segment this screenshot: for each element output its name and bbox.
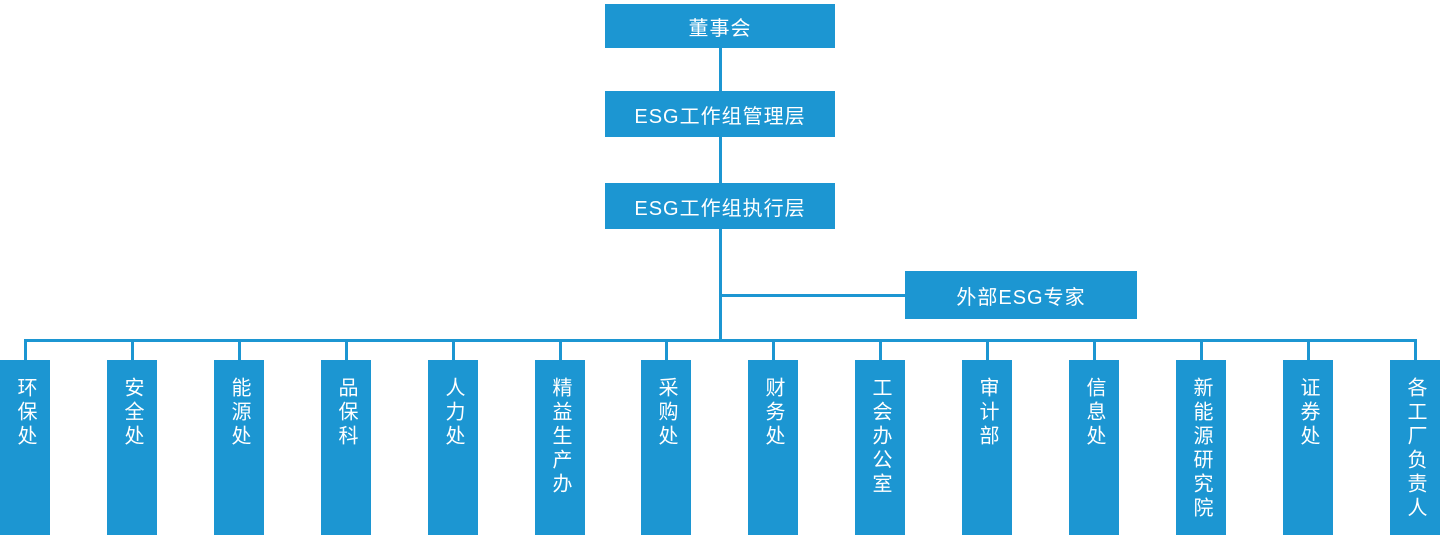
- department-box: 能源处: [214, 360, 264, 535]
- connector-department-drop: [664, 342, 668, 360]
- connector-department-drop: [1092, 342, 1096, 360]
- department-node: 安全处: [107, 342, 157, 535]
- org-node-board-label: 董事会: [688, 17, 752, 40]
- connector-department-drop: [451, 342, 455, 360]
- connector-management-execution: [719, 137, 722, 183]
- department-label: 财务处: [762, 377, 784, 449]
- department-node: 新能源研究院: [1176, 342, 1226, 535]
- department-label: 工会办公室: [869, 377, 891, 497]
- org-node-board: 董事会: [605, 4, 835, 48]
- department-node: 财务处: [748, 342, 798, 535]
- department-label: 审计部: [976, 377, 998, 449]
- connector-department-drop: [985, 342, 989, 360]
- department-box: 各工厂负责人: [1390, 360, 1440, 535]
- connector-department-drop: [878, 342, 882, 360]
- department-label: 环保处: [14, 377, 36, 449]
- department-label: 各工厂负责人: [1404, 377, 1426, 521]
- department-label: 新能源研究院: [1190, 377, 1212, 521]
- org-node-external-expert: 外部ESG专家: [905, 271, 1137, 319]
- department-node: 各工厂负责人: [1390, 342, 1440, 535]
- department-box: 精益生产办: [535, 360, 585, 535]
- connector-department-drop: [771, 342, 775, 360]
- department-node: 人力处: [428, 342, 478, 535]
- department-node: 能源处: [214, 342, 264, 535]
- connector-department-drop: [23, 342, 27, 360]
- department-node: 品保科: [321, 342, 371, 535]
- org-node-esg-execution-label: ESG工作组执行层: [634, 197, 806, 220]
- department-node: 工会办公室: [855, 342, 905, 535]
- department-label: 信息处: [1083, 377, 1105, 449]
- department-box: 证券处: [1283, 360, 1333, 535]
- connector-department-drop: [1199, 342, 1203, 360]
- org-node-esg-management: ESG工作组管理层: [605, 91, 835, 137]
- department-box: 工会办公室: [855, 360, 905, 535]
- connector-department-drop: [1413, 342, 1417, 360]
- connector-department-drop: [558, 342, 562, 360]
- connector-board-management: [719, 48, 722, 91]
- department-box: 采购处: [641, 360, 691, 535]
- department-box: 信息处: [1069, 360, 1119, 535]
- department-label: 品保科: [335, 377, 357, 449]
- connector-department-drop: [1306, 342, 1310, 360]
- department-box: 品保科: [321, 360, 371, 535]
- department-box: 新能源研究院: [1176, 360, 1226, 535]
- connector-department-drop: [237, 342, 241, 360]
- department-box: 环保处: [0, 360, 50, 535]
- department-box: 审计部: [962, 360, 1012, 535]
- department-node: 环保处: [0, 342, 50, 535]
- connector-department-rail: [24, 339, 1417, 342]
- department-box: 人力处: [428, 360, 478, 535]
- department-label: 证券处: [1297, 377, 1319, 449]
- department-label: 人力处: [442, 377, 464, 449]
- connector-department-drop: [130, 342, 134, 360]
- department-box: 安全处: [107, 360, 157, 535]
- org-node-external-expert-label: 外部ESG专家: [956, 286, 1086, 309]
- connector-expert-branch: [722, 294, 905, 297]
- department-node: 采购处: [641, 342, 691, 535]
- org-node-esg-execution: ESG工作组执行层: [605, 183, 835, 229]
- department-node: 证券处: [1283, 342, 1333, 535]
- department-node: 精益生产办: [535, 342, 585, 535]
- department-label: 安全处: [121, 377, 143, 449]
- connector-department-drop: [344, 342, 348, 360]
- org-node-esg-management-label: ESG工作组管理层: [634, 105, 806, 128]
- department-label: 能源处: [228, 377, 250, 449]
- department-label: 采购处: [655, 377, 677, 449]
- connector-execution-trunk: [719, 229, 722, 342]
- department-node: 信息处: [1069, 342, 1119, 535]
- department-box: 财务处: [748, 360, 798, 535]
- department-label: 精益生产办: [549, 377, 571, 497]
- department-node: 审计部: [962, 342, 1012, 535]
